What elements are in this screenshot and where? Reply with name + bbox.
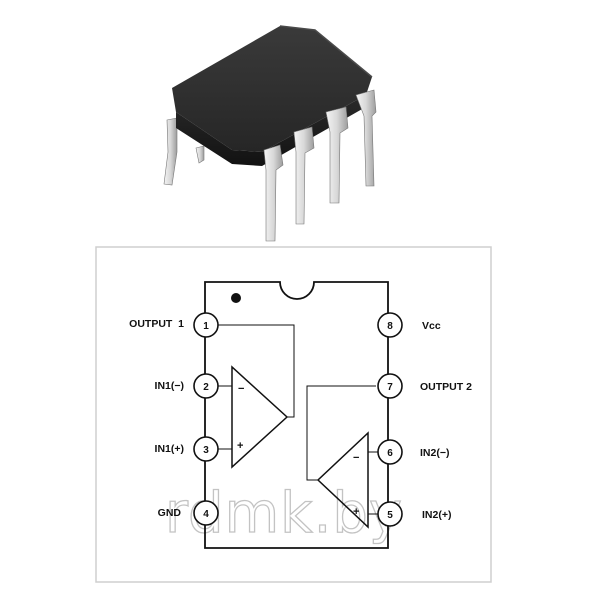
pin-3-number: 3 bbox=[203, 445, 209, 456]
opamp-1-plus: + bbox=[237, 440, 243, 452]
pin-4: 4 GND bbox=[158, 500, 219, 526]
opamp-1: − + bbox=[218, 324, 295, 469]
pin-6-label: IN2(−) bbox=[420, 447, 449, 459]
dip8-package-image bbox=[163, 25, 377, 242]
opamp-1-triangle bbox=[231, 365, 289, 469]
pin-4-label: GND bbox=[158, 507, 182, 519]
pin-5-number: 5 bbox=[387, 510, 393, 521]
pin-5-label: IN2(+) bbox=[422, 509, 451, 521]
chip-body-top bbox=[172, 26, 372, 152]
pin-8: 8 Vcc bbox=[377, 312, 441, 338]
back-legs bbox=[163, 117, 205, 186]
opamp-1-minus: − bbox=[238, 383, 244, 395]
opamp-2-triangle bbox=[316, 431, 369, 529]
pin-6: 6 IN2(−) bbox=[377, 439, 449, 465]
pin-1-label: OUTPUT 1 bbox=[129, 318, 184, 330]
pin-8-label: Vcc bbox=[422, 320, 441, 332]
chip-body-front bbox=[176, 95, 366, 166]
pin-4-number: 4 bbox=[203, 509, 209, 520]
pin-2-number: 2 bbox=[203, 382, 209, 393]
pin1-dot bbox=[231, 293, 241, 303]
opamp-2-plus: + bbox=[353, 506, 359, 518]
opamp-1-output-wire bbox=[218, 324, 295, 418]
pin-7-label: OUTPUT 2 bbox=[420, 381, 472, 393]
pin-5: 5 IN2(+) bbox=[377, 501, 451, 527]
pin-1-number: 1 bbox=[203, 321, 209, 332]
pin-3: 3 IN1(+) bbox=[155, 436, 219, 462]
opamp-2-minus: − bbox=[353, 452, 359, 464]
pinout-diagram: rdmk.by − + − + 1 OUTPUT 1 bbox=[95, 246, 492, 583]
front-legs bbox=[263, 89, 377, 242]
pin-3-label: IN1(+) bbox=[155, 443, 184, 455]
ic-outline bbox=[204, 281, 389, 549]
opamp-2-output-wire bbox=[306, 385, 376, 481]
pin-6-number: 6 bbox=[387, 448, 393, 459]
pin-2-label: IN1(−) bbox=[155, 380, 184, 392]
pin-7-number: 7 bbox=[387, 382, 393, 393]
pin-7: 7 OUTPUT 2 bbox=[377, 373, 472, 399]
pin-8-number: 8 bbox=[387, 321, 393, 332]
pin-1: 1 OUTPUT 1 bbox=[129, 312, 219, 338]
opamp-2: − + bbox=[306, 385, 378, 529]
pin-2: 2 IN1(−) bbox=[155, 373, 219, 399]
